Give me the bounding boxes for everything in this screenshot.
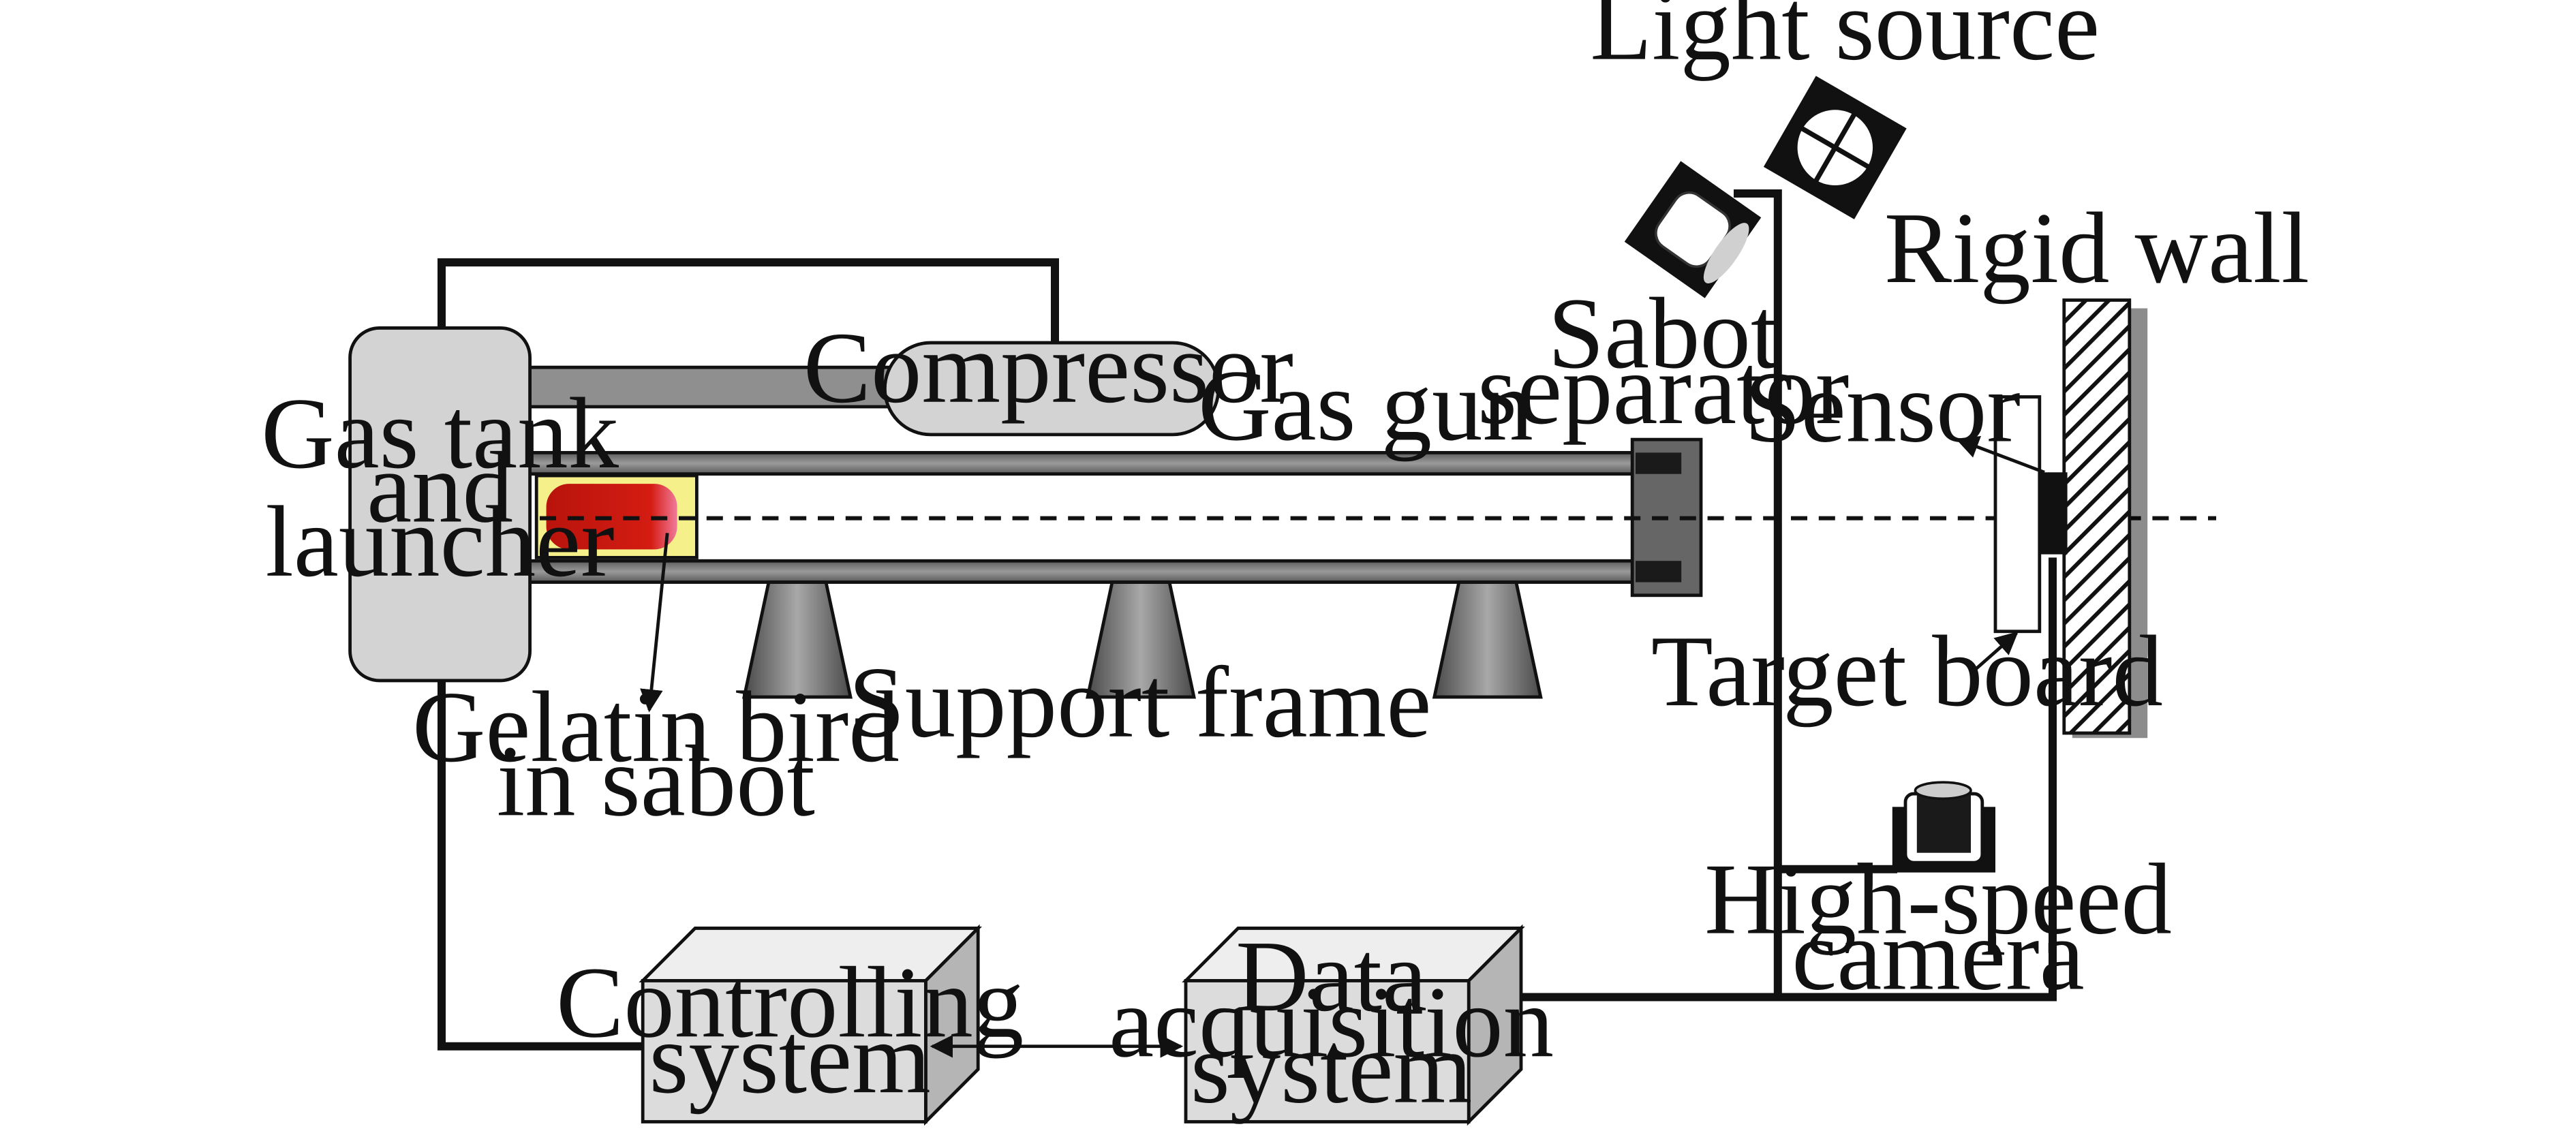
support-leg-2 (1086, 580, 1196, 699)
separator-top-slot (1636, 452, 1682, 474)
compressor-body (883, 341, 1221, 437)
high-speed-camera-label-2: camera (1792, 899, 2084, 1011)
barrel-bottom-rail (521, 559, 1670, 584)
gelatin-bird-pointer (640, 533, 669, 713)
sabot-separator-label-1: Sabot (1548, 277, 1779, 390)
high-speed-camera-label-1: High-speed (1704, 843, 2172, 955)
gas-gun-label: Gas gun (1198, 350, 1533, 462)
tank-control-wire (438, 680, 643, 1051)
controlling-system-label-1: Controlling (556, 946, 1024, 1059)
sensor-pointer (1955, 436, 2045, 474)
separator-bottom-slot (1636, 561, 1682, 583)
gas-tank-launcher (348, 326, 532, 683)
gas-tank-label-2: and (367, 431, 513, 544)
camera-lens-top (1914, 781, 1972, 801)
compressor: Compressor (510, 312, 1293, 437)
data-acquisition-label-2: acquisition (1109, 966, 1554, 1079)
light-source (1624, 76, 1907, 298)
controlling-system-box (639, 924, 982, 1126)
support-frame (742, 580, 1543, 699)
rigid-wall (2062, 298, 2132, 735)
gas-tank-label-3: launcher (265, 486, 614, 598)
controlling-system-label-2: system (649, 1002, 931, 1115)
gas-tank-label-1: Gas tank (261, 377, 619, 490)
gelatin-bird-label-1: Gelatin bird (412, 671, 900, 784)
high-speed-camera (1892, 781, 1995, 873)
daq-light-wire (1521, 189, 1782, 1002)
data-acquisition-box (1182, 924, 1525, 1126)
gelatin-bird-label-2: in sabot (497, 725, 815, 837)
wiring (438, 189, 2057, 1051)
light-source-label: Light source (1590, 0, 2100, 82)
sensor (2039, 472, 2068, 555)
target-board (1993, 395, 2042, 634)
data-acquisition-label-1: Data (1236, 920, 1427, 1033)
support-frame-label: Support frame (848, 647, 1431, 759)
target-board-pointer (1974, 631, 2019, 670)
compressor-label: Compressor (803, 312, 1293, 424)
sensor-label: Sensor (1745, 351, 2021, 463)
light-reflector (1624, 161, 1762, 298)
tank-compressor-wire (438, 258, 1059, 345)
target-board-label: Target board (1651, 615, 2163, 728)
light-lamp (1763, 76, 1907, 219)
sensor-wire (1777, 557, 2057, 1002)
data-acquisition-label-3: system (1191, 1012, 1472, 1124)
rigid-wall-label: Rigid wall (1884, 192, 2310, 305)
support-leg-1 (742, 580, 853, 699)
sabot-separator-label-2: separator (1477, 333, 1849, 446)
gelatin-bird-sabot (534, 474, 699, 559)
camera-lens (1916, 790, 1971, 853)
support-leg-3 (1432, 580, 1543, 699)
